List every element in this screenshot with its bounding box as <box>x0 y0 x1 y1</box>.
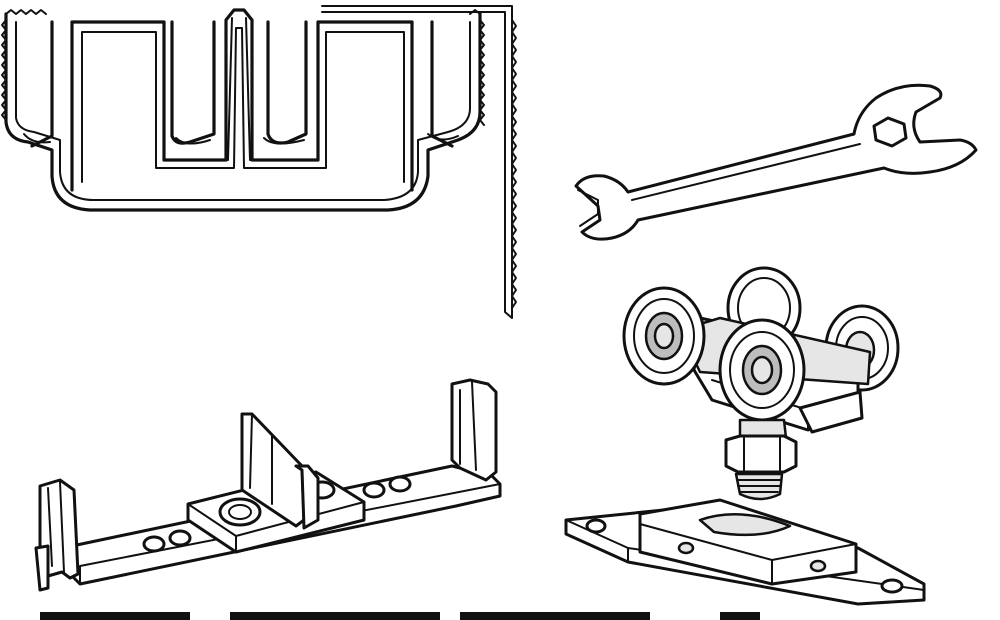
floor-guide-hole <box>364 483 384 497</box>
wrench-shank-line <box>632 144 860 200</box>
wrench-body <box>576 85 976 239</box>
track-left-flange <box>32 22 214 146</box>
track-carrier-channel-inner <box>82 28 404 182</box>
roller-plate-screw <box>882 580 902 592</box>
roller-plate-screw <box>587 520 605 532</box>
floor-guide-illustration <box>36 380 500 590</box>
floor-guide-left-tab-foot <box>36 546 48 590</box>
floor-guide-center-hole-inner <box>229 505 251 519</box>
roller-mount-plate-slot <box>700 514 790 535</box>
roller-plate-screw <box>811 561 825 571</box>
roller-mount-plate-raised-edge <box>640 514 856 584</box>
track-fascia-strip <box>322 6 512 318</box>
floor-guide-fin-face <box>296 466 318 528</box>
track-fascia-serration <box>512 20 516 308</box>
roller-front-right-wheel <box>720 320 804 420</box>
floor-guide-left-tab-fold <box>48 482 64 572</box>
track-right-flange <box>268 22 452 146</box>
floor-guide-center-block-edge <box>188 502 364 552</box>
track-outer-housing <box>6 14 480 210</box>
floor-guide-hole <box>390 477 410 491</box>
wrench-illustration <box>576 85 976 239</box>
wrench-jaw-left <box>578 190 598 226</box>
floor-guide-fin-edge <box>250 414 272 504</box>
floor-guide-hole <box>144 537 164 551</box>
track-center-rib <box>228 18 250 160</box>
floor-guide-right-tab-fold <box>460 382 476 470</box>
roller-stem-nut <box>726 436 796 472</box>
wrench-hex-hole <box>874 118 906 146</box>
floor-guide-center-hole <box>220 499 260 525</box>
track-profile-illustration <box>2 6 516 318</box>
roller-front-left-wheel <box>624 288 704 384</box>
roller-plate-screw <box>679 543 693 553</box>
roller-stem-thread-lines <box>738 480 780 492</box>
roller-hanger-illustration <box>566 268 924 604</box>
track-carrier-channel <box>72 10 412 190</box>
cropped-caption-marks <box>40 612 760 620</box>
roller-stem-nut-faces <box>744 438 780 470</box>
track-outer-housing-inner <box>16 22 470 200</box>
track-top-serration <box>2 10 484 125</box>
floor-guide-hole <box>170 531 190 545</box>
roller-body-bracket <box>800 392 862 432</box>
track-lip-marks <box>24 134 458 144</box>
